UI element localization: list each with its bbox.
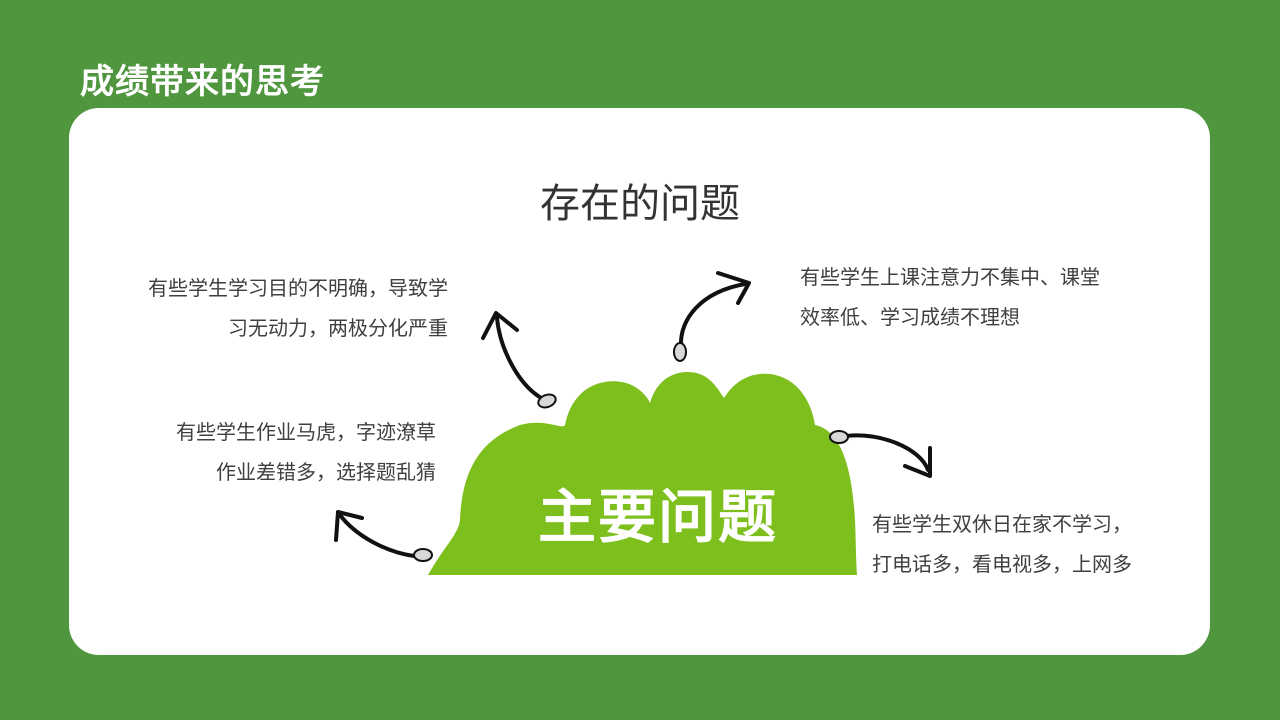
arrow-tail-icon xyxy=(829,430,849,444)
bush-shape xyxy=(428,372,857,575)
note-weekend: 有些学生双休日在家不学习， 打电话多，看电视多，上网多 xyxy=(872,504,1172,584)
arrow-tail-icon xyxy=(537,393,557,409)
arrow-tail-icon xyxy=(413,548,433,562)
note-line: 习无动力，两极分化严重 xyxy=(228,316,448,340)
note-line: 打电话多，看电视多，上网多 xyxy=(872,552,1132,576)
note-attention: 有些学生上课注意力不集中、课堂 效率低、学习成绩不理想 xyxy=(800,257,1160,337)
note-line: 有些学生作业马虎，字迹潦草 xyxy=(176,420,436,444)
page-title: 成绩带来的思考 xyxy=(80,62,325,102)
note-learning-purpose: 有些学生学习目的不明确，导致学 习无动力，两极分化严重 xyxy=(100,268,448,348)
note-homework: 有些学生作业马虎，字迹潦草 作业差错多，选择题乱猜 xyxy=(120,412,436,492)
note-line: 有些学生上课注意力不集中、课堂 xyxy=(800,265,1100,289)
curved-arrow-icon xyxy=(334,510,416,558)
note-line: 有些学生双休日在家不学习， xyxy=(872,512,1132,536)
arrow-tail-icon xyxy=(673,342,687,362)
note-line: 有些学生学习目的不明确，导致学 xyxy=(148,276,448,300)
curved-arrow-icon xyxy=(678,271,751,347)
curved-arrow-icon xyxy=(844,433,932,478)
note-line: 效率低、学习成绩不理想 xyxy=(800,305,1020,329)
main-issue-label: 主要问题 xyxy=(537,483,778,551)
curved-arrow-icon xyxy=(481,311,547,402)
note-line: 作业差错多，选择题乱猜 xyxy=(216,460,436,484)
section-heading: 存在的问题 xyxy=(540,181,740,227)
